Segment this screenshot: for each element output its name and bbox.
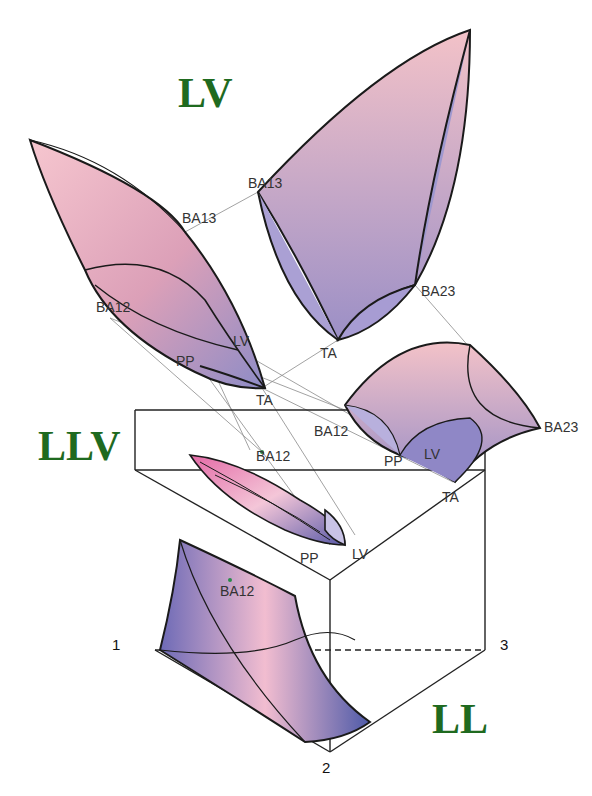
point-label: BA23 bbox=[421, 284, 455, 298]
point-label: LV bbox=[352, 547, 368, 561]
point-label: PP bbox=[176, 354, 195, 368]
point-label: LV bbox=[233, 334, 249, 348]
point-label: BA12 bbox=[314, 424, 348, 438]
surface-lv-right bbox=[345, 343, 540, 483]
axis-number: 1 bbox=[112, 637, 120, 652]
point-label: TA bbox=[442, 490, 459, 504]
view-label: LLV bbox=[38, 425, 121, 467]
point-label: LV bbox=[424, 447, 440, 461]
point-label: BA12 bbox=[96, 300, 130, 314]
point-label: BA12 bbox=[220, 584, 254, 598]
point-label: BA23 bbox=[544, 420, 578, 434]
point-label: BA13 bbox=[248, 176, 282, 190]
surface-lv-top bbox=[258, 30, 470, 340]
view-label: LL bbox=[432, 698, 488, 740]
point-marker bbox=[228, 578, 232, 582]
surface-llv bbox=[190, 455, 345, 545]
point-label: PP bbox=[384, 454, 403, 468]
view-label: LV bbox=[178, 72, 233, 114]
point-label: PP bbox=[300, 551, 319, 565]
axis-number: 2 bbox=[322, 760, 330, 775]
axis-number: 3 bbox=[500, 637, 508, 652]
point-label: TA bbox=[256, 393, 273, 407]
point-label: BA12 bbox=[256, 449, 290, 463]
surface-ll bbox=[160, 540, 370, 742]
surface-lv-left bbox=[30, 140, 265, 388]
point-label: TA bbox=[320, 346, 337, 360]
point-label: BA13 bbox=[182, 211, 216, 225]
